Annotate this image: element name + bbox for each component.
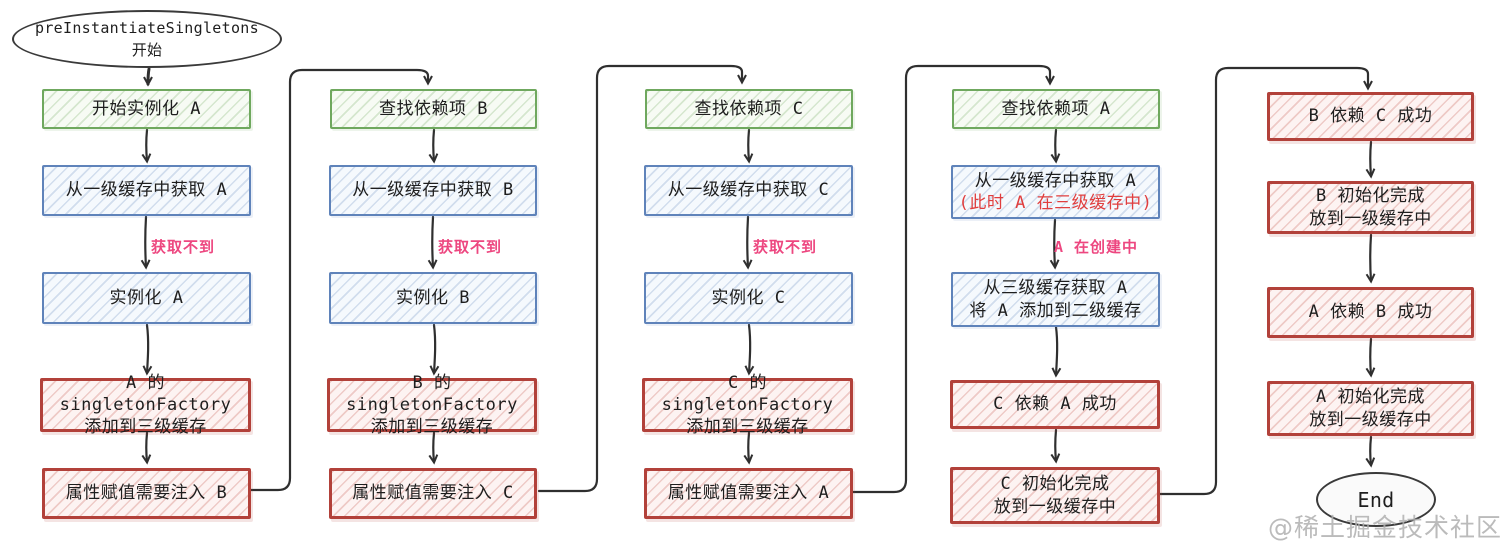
node-populate-a-needs-b: 属性赋值需要注入 B bbox=[42, 468, 251, 519]
node-a-singletonfactory-to-l3: A 的 singletonFactory 添加到三级缓存 bbox=[40, 373, 251, 437]
edge-label-a-in-creation: A 在创建中 bbox=[1053, 238, 1139, 256]
node-c-initialized-to-l1: C 初始化完成 放到一级缓存中 bbox=[950, 467, 1160, 524]
node-b-initialized-to-l1: B 初始化完成 放到一级缓存中 bbox=[1267, 181, 1474, 234]
node-get-c-from-l1-cache: 从一级缓存中获取 C bbox=[644, 165, 853, 216]
node-get-a-from-l1-cache-again: 从一级缓存中获取 A (此时 A 在三级缓存中) bbox=[951, 165, 1160, 219]
node-b-depends-c-success: B 依赖 C 成功 bbox=[1267, 92, 1474, 141]
node-get-a-from-l3-move-to-l2: 从三级缓存获取 A 将 A 添加到二级缓存 bbox=[951, 272, 1160, 327]
juejin-watermark: @稀土掘金技术社区 bbox=[1267, 513, 1502, 542]
node-subnote-a-in-l3: (此时 A 在三级缓存中) bbox=[958, 193, 1153, 213]
node-instantiate-b: 实例化 B bbox=[329, 272, 537, 324]
node-a-initialized-to-l1: A 初始化完成 放到一级缓存中 bbox=[1267, 381, 1474, 436]
node-a-depends-b-success: A 依赖 B 成功 bbox=[1267, 287, 1474, 338]
start-node-line2: 开始 bbox=[131, 41, 163, 59]
node-c-depends-a-success: C 依赖 A 成功 bbox=[950, 380, 1160, 429]
end-node: End bbox=[1316, 472, 1436, 527]
node-populate-b-needs-c: 属性赋值需要注入 C bbox=[329, 468, 537, 519]
node-main-text: 从一级缓存中获取 A bbox=[974, 170, 1137, 191]
node-find-dependency-c: 查找依赖项 C bbox=[645, 89, 853, 129]
node-instantiate-a: 实例化 A bbox=[42, 272, 251, 324]
arrow-start-to-c1 bbox=[143, 67, 153, 87]
start-node-line1: preInstantiateSingletons bbox=[35, 18, 259, 37]
node-begin-instantiate-a: 开始实例化 A bbox=[42, 89, 251, 129]
node-get-b-from-l1-cache: 从一级缓存中获取 B bbox=[329, 165, 537, 216]
node-c-singletonfactory-to-l3: C 的 singletonFactory 添加到三级缓存 bbox=[642, 373, 853, 437]
edge-label-not-found-1: 获取不到 bbox=[150, 238, 216, 256]
node-find-dependency-a: 查找依赖项 A bbox=[952, 89, 1160, 129]
node-populate-c-needs-a: 属性赋值需要注入 A bbox=[644, 468, 853, 519]
node-b-singletonfactory-to-l3: B 的 singletonFactory 添加到三级缓存 bbox=[327, 373, 537, 437]
edge-label-not-found-3: 获取不到 bbox=[752, 238, 818, 256]
node-find-dependency-b: 查找依赖项 B bbox=[330, 89, 537, 129]
node-get-a-from-l1-cache: 从一级缓存中获取 A bbox=[42, 165, 251, 216]
edge-label-not-found-2: 获取不到 bbox=[437, 238, 503, 256]
node-instantiate-c: 实例化 C bbox=[644, 272, 853, 324]
start-node: preInstantiateSingletons 开始 bbox=[12, 10, 282, 68]
